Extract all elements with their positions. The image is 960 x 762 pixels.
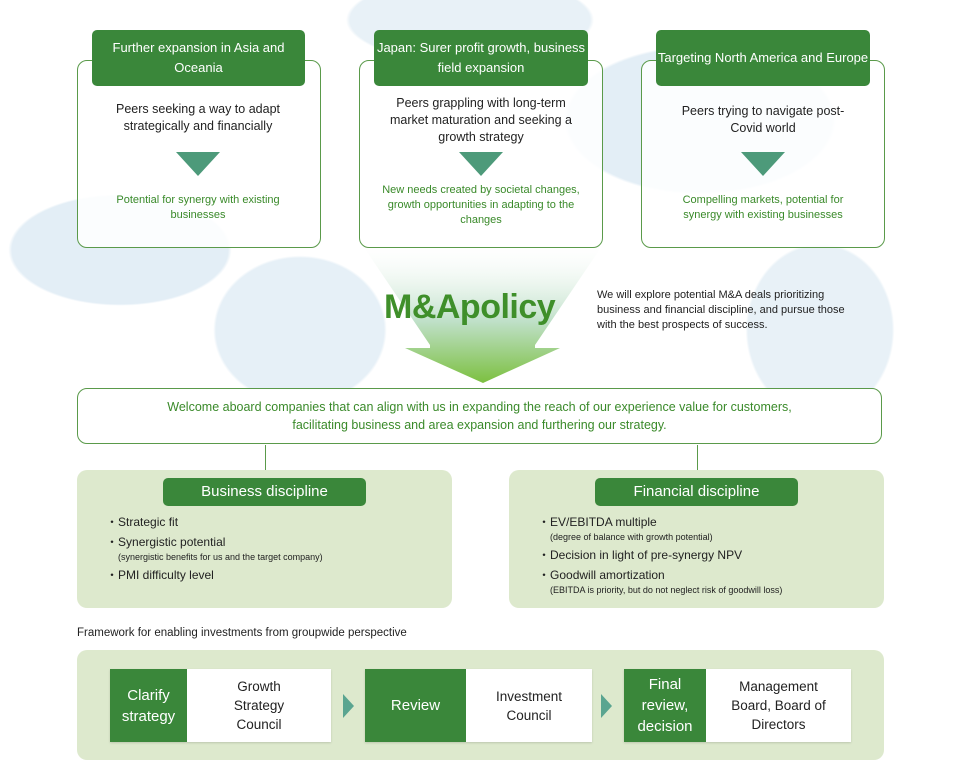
- framework-step-1: Clarify strategy Growth Strategy Council: [110, 669, 331, 742]
- framework-step-2: Review Investment Council: [365, 669, 592, 742]
- list-item: ・EV/EBITDA multiple(degree of balance wi…: [538, 515, 713, 542]
- down-triangle-icon: [176, 152, 220, 176]
- business-discipline-title: Business discipline: [163, 478, 366, 506]
- step-body: Investment Council: [466, 669, 592, 742]
- policy-title: M&Apolicy: [384, 288, 556, 326]
- region-opportunity-namerica-europe: Compelling markets, potential for synerg…: [682, 194, 844, 221]
- welcome-banner: Welcome aboard companies that can align …: [77, 388, 882, 444]
- region-title-japan: Japan: Surer profit growth, business fie…: [374, 30, 588, 86]
- policy-statement: We will explore potential M&A deals prio…: [597, 289, 845, 331]
- down-triangle-icon: [741, 152, 785, 176]
- list-item: ・Synergistic potential(synergistic benef…: [106, 535, 323, 562]
- step-body: Growth Strategy Council: [187, 669, 331, 742]
- connector-line: [265, 445, 266, 470]
- step-body: Management Board, Board of Directors: [706, 669, 851, 742]
- region-title-asia: Further expansion in Asia and Oceania: [92, 30, 305, 86]
- step-action: Review: [365, 669, 466, 742]
- region-situation-asia: Peers seeking a way to adapt strategical…: [116, 102, 280, 133]
- list-item: ・Decision in light of pre-synergy NPV: [538, 548, 743, 562]
- connector-line: [697, 445, 698, 470]
- funnel-arrow: [363, 246, 602, 383]
- region-opportunity-japan: New needs created by societal changes, g…: [382, 184, 580, 226]
- step-action: Final review, decision: [624, 669, 706, 742]
- step-action: Clarify strategy: [110, 669, 187, 742]
- list-item: ・PMI difficulty level: [106, 568, 214, 582]
- chevron-right-icon: [343, 694, 354, 718]
- framework-label: Framework for enabling investments from …: [77, 627, 407, 639]
- region-situation-namerica-europe: Peers trying to navigate post-Covid worl…: [681, 104, 845, 135]
- region-opportunity-asia: Potential for synergy with existing busi…: [116, 194, 280, 221]
- region-title-namerica-europe: Targeting North America and Europe: [656, 30, 870, 86]
- framework-step-3: Final review, decision Management Board,…: [624, 669, 851, 742]
- region-situation-japan: Peers grappling with long-term market ma…: [389, 96, 573, 144]
- financial-discipline-list: ・EV/EBITDA multiple(degree of balance wi…: [538, 514, 782, 600]
- welcome-text: Welcome aboard companies that can align …: [167, 400, 792, 432]
- chevron-right-icon: [601, 694, 612, 718]
- business-discipline-list: ・Strategic fit ・Synergistic potential(sy…: [106, 514, 323, 587]
- region-card-japan: [359, 60, 603, 248]
- financial-discipline-title: Financial discipline: [595, 478, 798, 506]
- down-triangle-icon: [459, 152, 503, 176]
- list-item: ・Strategic fit: [106, 515, 179, 529]
- list-item: ・Goodwill amortization(EBITDA is priorit…: [538, 568, 783, 595]
